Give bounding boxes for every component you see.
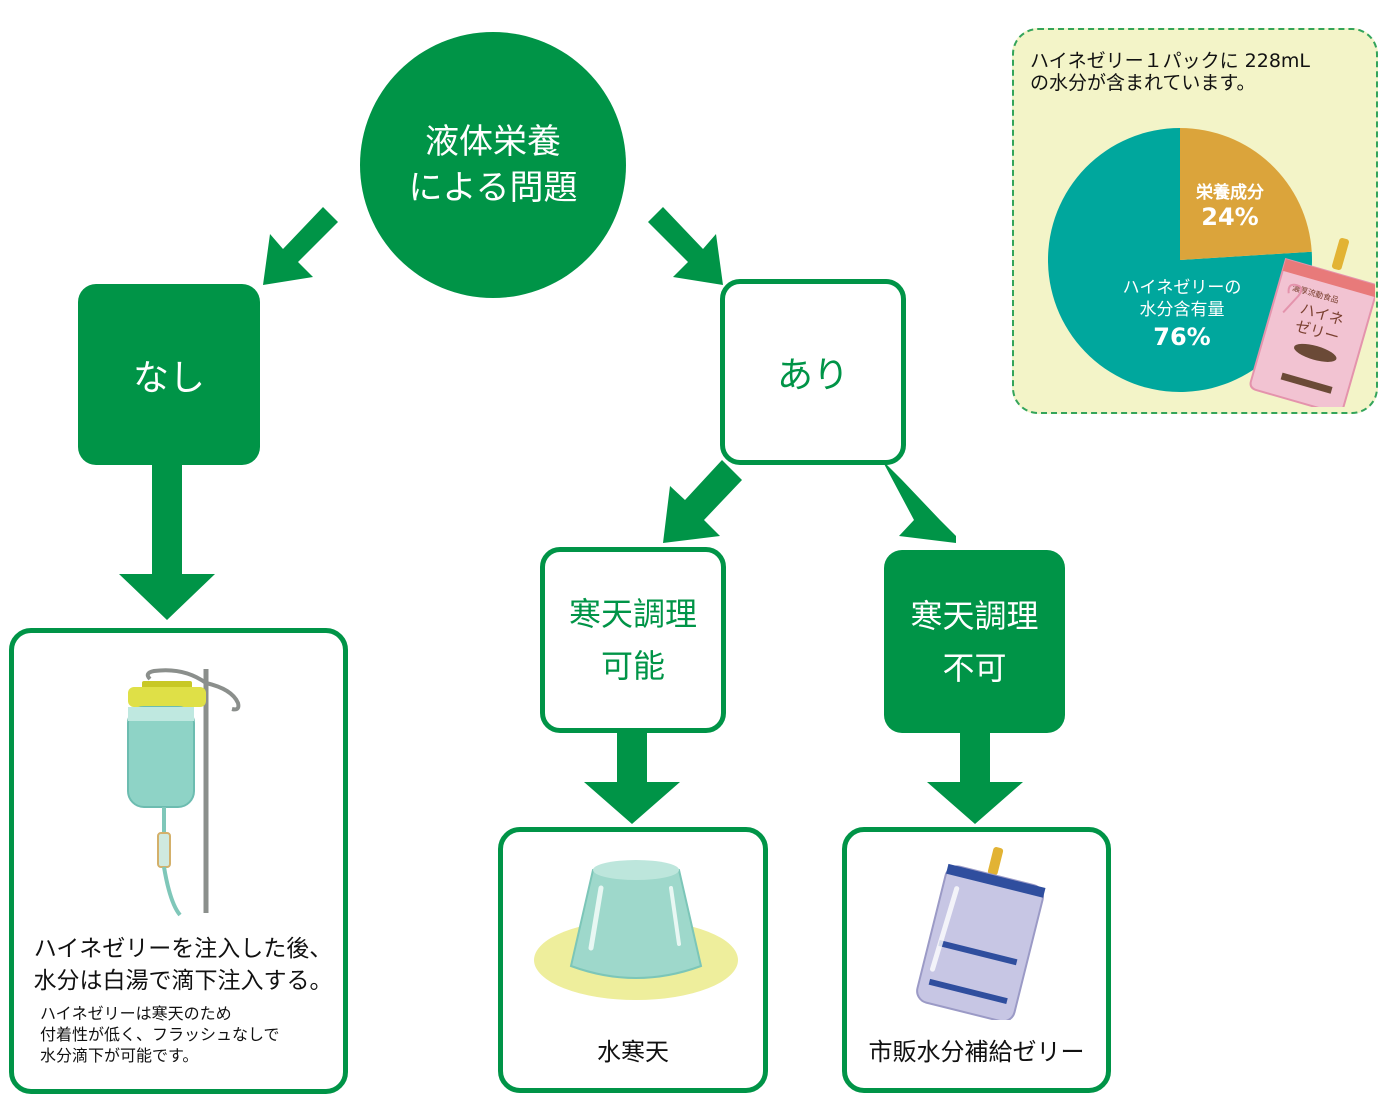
iv-drip-icon xyxy=(127,668,241,917)
agar-ng-line2: 不可 xyxy=(942,648,1007,687)
arrow-agar-ng-down xyxy=(927,728,1023,824)
pie-nutrient-pct: 24% xyxy=(1201,203,1259,231)
pie-water-pct: 76% xyxy=(1153,323,1211,351)
root-node: 液体栄養 による問題 xyxy=(360,32,626,298)
info-line2: の水分が含まれています。 xyxy=(1030,72,1256,94)
hine-jelly-pack-icon: 濃厚流動食品 ハイネ ゼリー xyxy=(1249,237,1375,407)
agar-ok-line1: 寒天調理 xyxy=(568,595,697,633)
arrow-agar-ok-down xyxy=(584,728,680,824)
yes-node: あり xyxy=(720,279,906,465)
info-text: ハイネゼリー１パックに 228mL の水分が含まれています。 xyxy=(1030,50,1370,94)
pie-nutrient-label: 栄養成分 xyxy=(1196,183,1264,203)
yes-label: あり xyxy=(776,355,849,396)
jelly-card: 市販水分補給ゼリー xyxy=(842,827,1111,1093)
arrow-yes-to-agar-ok xyxy=(663,460,742,543)
agar-card: 水寒天 xyxy=(498,827,768,1093)
arrow-none-down xyxy=(119,462,215,620)
pie-water-label1: ハイネゼリーの xyxy=(1122,278,1242,298)
water-agar-icon xyxy=(534,860,738,1000)
pie-water-label2: 水分含有量 xyxy=(1139,300,1225,320)
agar-ng-node: 寒天調理 不可 xyxy=(884,550,1065,733)
arrow-root-to-yes xyxy=(648,207,723,285)
drip-note-line3: 水分滴下が可能です。 xyxy=(40,1046,199,1065)
no-node: なし xyxy=(78,284,260,465)
drip-note-line1: ハイネゼリーは寒天のため xyxy=(40,1004,232,1023)
agar-label: 水寒天 xyxy=(597,1038,669,1066)
drip-note-line2: 付着性が低く、フラッシュなしで xyxy=(40,1025,280,1044)
drip-title-line2: 水分は白湯で滴下注入する。 xyxy=(33,968,333,994)
drip-card: ハイネゼリーを注入した後、 水分は白湯で滴下注入する。 ハイネゼリーは寒天のため… xyxy=(9,628,348,1094)
info-line1: ハイネゼリー１パックに 228mL xyxy=(1030,50,1311,72)
jelly-pouch-icon xyxy=(916,847,1046,1020)
root-line1: 液体栄養 xyxy=(424,122,561,162)
root-line2: による問題 xyxy=(408,168,578,208)
drip-title-line1: ハイネゼリーを注入した後、 xyxy=(33,936,333,962)
arrow-yes-to-agar-ng xyxy=(882,460,956,543)
jelly-label: 市販水分補給ゼリー xyxy=(868,1038,1085,1066)
agar-ng-line1: 寒天調理 xyxy=(910,596,1039,635)
pie-slice-nutrient xyxy=(1180,128,1312,260)
arrow-root-to-none xyxy=(263,207,338,285)
water-content-pie xyxy=(1048,128,1312,392)
agar-ok-line2: 可能 xyxy=(600,647,665,685)
agar-ok-node: 寒天調理 可能 xyxy=(540,547,726,733)
no-label: なし xyxy=(132,357,205,399)
